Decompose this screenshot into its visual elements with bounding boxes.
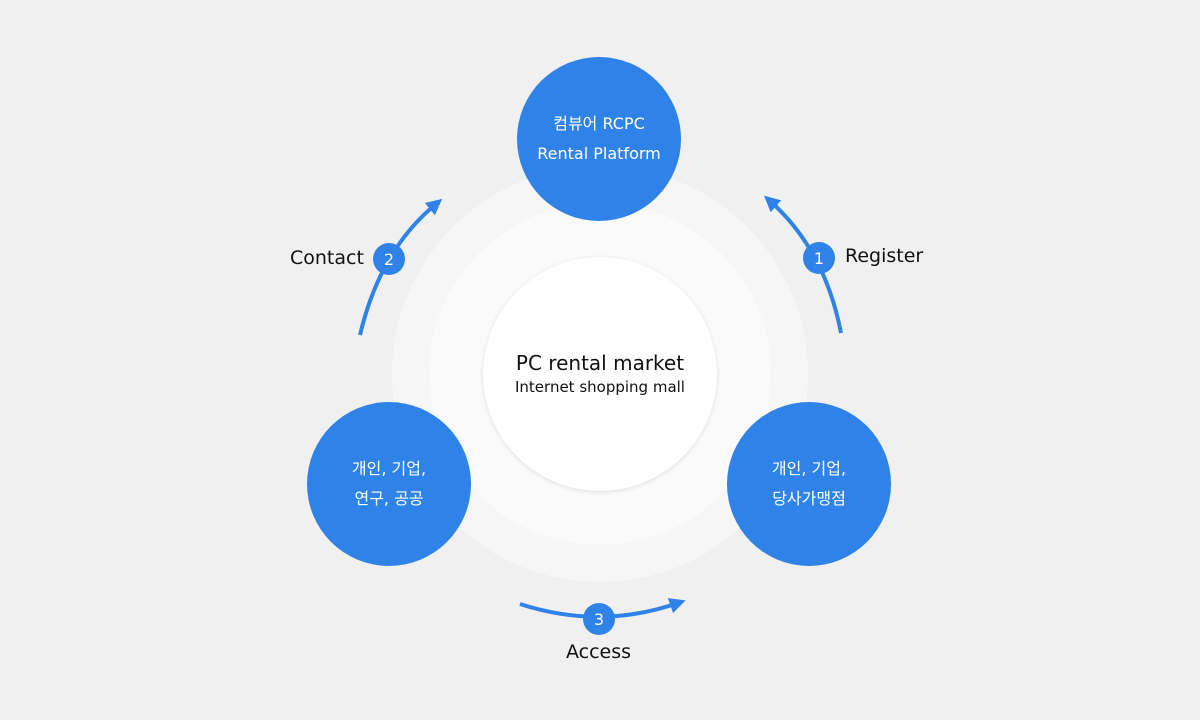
center-subtitle: Internet shopping mall xyxy=(515,378,685,396)
step-label-contact: Contact xyxy=(290,247,364,269)
step-badge-1: 1 xyxy=(803,242,835,274)
center-title: PC rental market xyxy=(515,351,685,375)
node-partners: 개인, 기업, 당사가맹점 xyxy=(727,402,891,566)
node-customers-line1: 개인, 기업, xyxy=(351,459,427,478)
node-platform-line1: 컴뷰어 RCPC xyxy=(553,114,645,133)
step-badge-3: 3 xyxy=(583,603,615,635)
node-customers: 개인, 기업, 연구, 공공 xyxy=(307,402,471,566)
node-partners-line1: 개인, 기업, xyxy=(771,459,847,478)
node-customers-line2: 연구, 공공 xyxy=(354,489,424,508)
node-partners-line2: 당사가맹점 xyxy=(772,489,846,508)
step-label-access: Access xyxy=(566,641,632,663)
step-badge-2: 2 xyxy=(373,243,405,275)
node-platform-line2: Rental Platform xyxy=(537,144,661,163)
step-label-register: Register xyxy=(845,245,924,267)
node-platform: 컴뷰어 RCPC Rental Platform xyxy=(517,57,681,221)
center-circle: PC rental market Internet shopping mall xyxy=(483,257,717,491)
